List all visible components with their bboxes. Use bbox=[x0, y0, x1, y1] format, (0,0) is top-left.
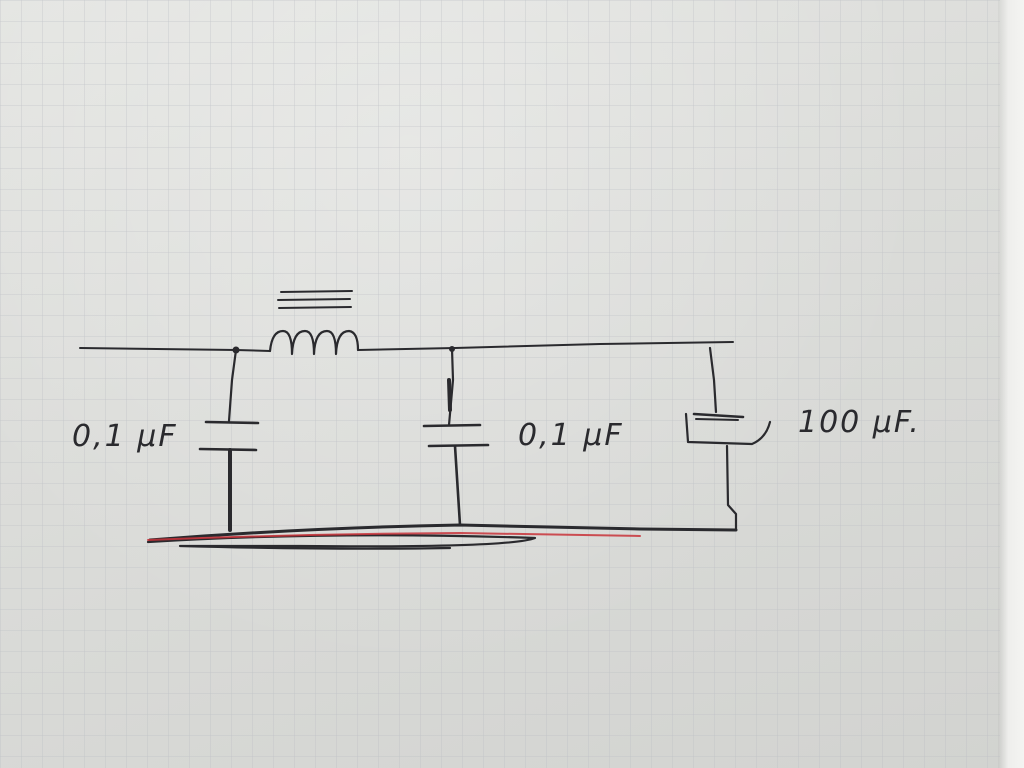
paper-edge bbox=[998, 0, 1024, 768]
grid-lines bbox=[0, 0, 1000, 768]
c3-value-label: 100 μF. bbox=[798, 405, 921, 440]
red-pencil-stroke bbox=[147, 532, 641, 541]
top-wire bbox=[357, 341, 734, 351]
c1-value-label: 0,1 μF bbox=[72, 419, 178, 454]
ground-wire bbox=[148, 523, 738, 542]
capacitor-c1 bbox=[198, 348, 260, 532]
c2-value-label: 0,1 μF bbox=[518, 418, 624, 453]
capacitor-c2 bbox=[422, 347, 490, 527]
inductor-core bbox=[277, 290, 353, 309]
capacitor-c3-electrolytic bbox=[684, 346, 772, 532]
inductor-coil bbox=[268, 329, 360, 356]
